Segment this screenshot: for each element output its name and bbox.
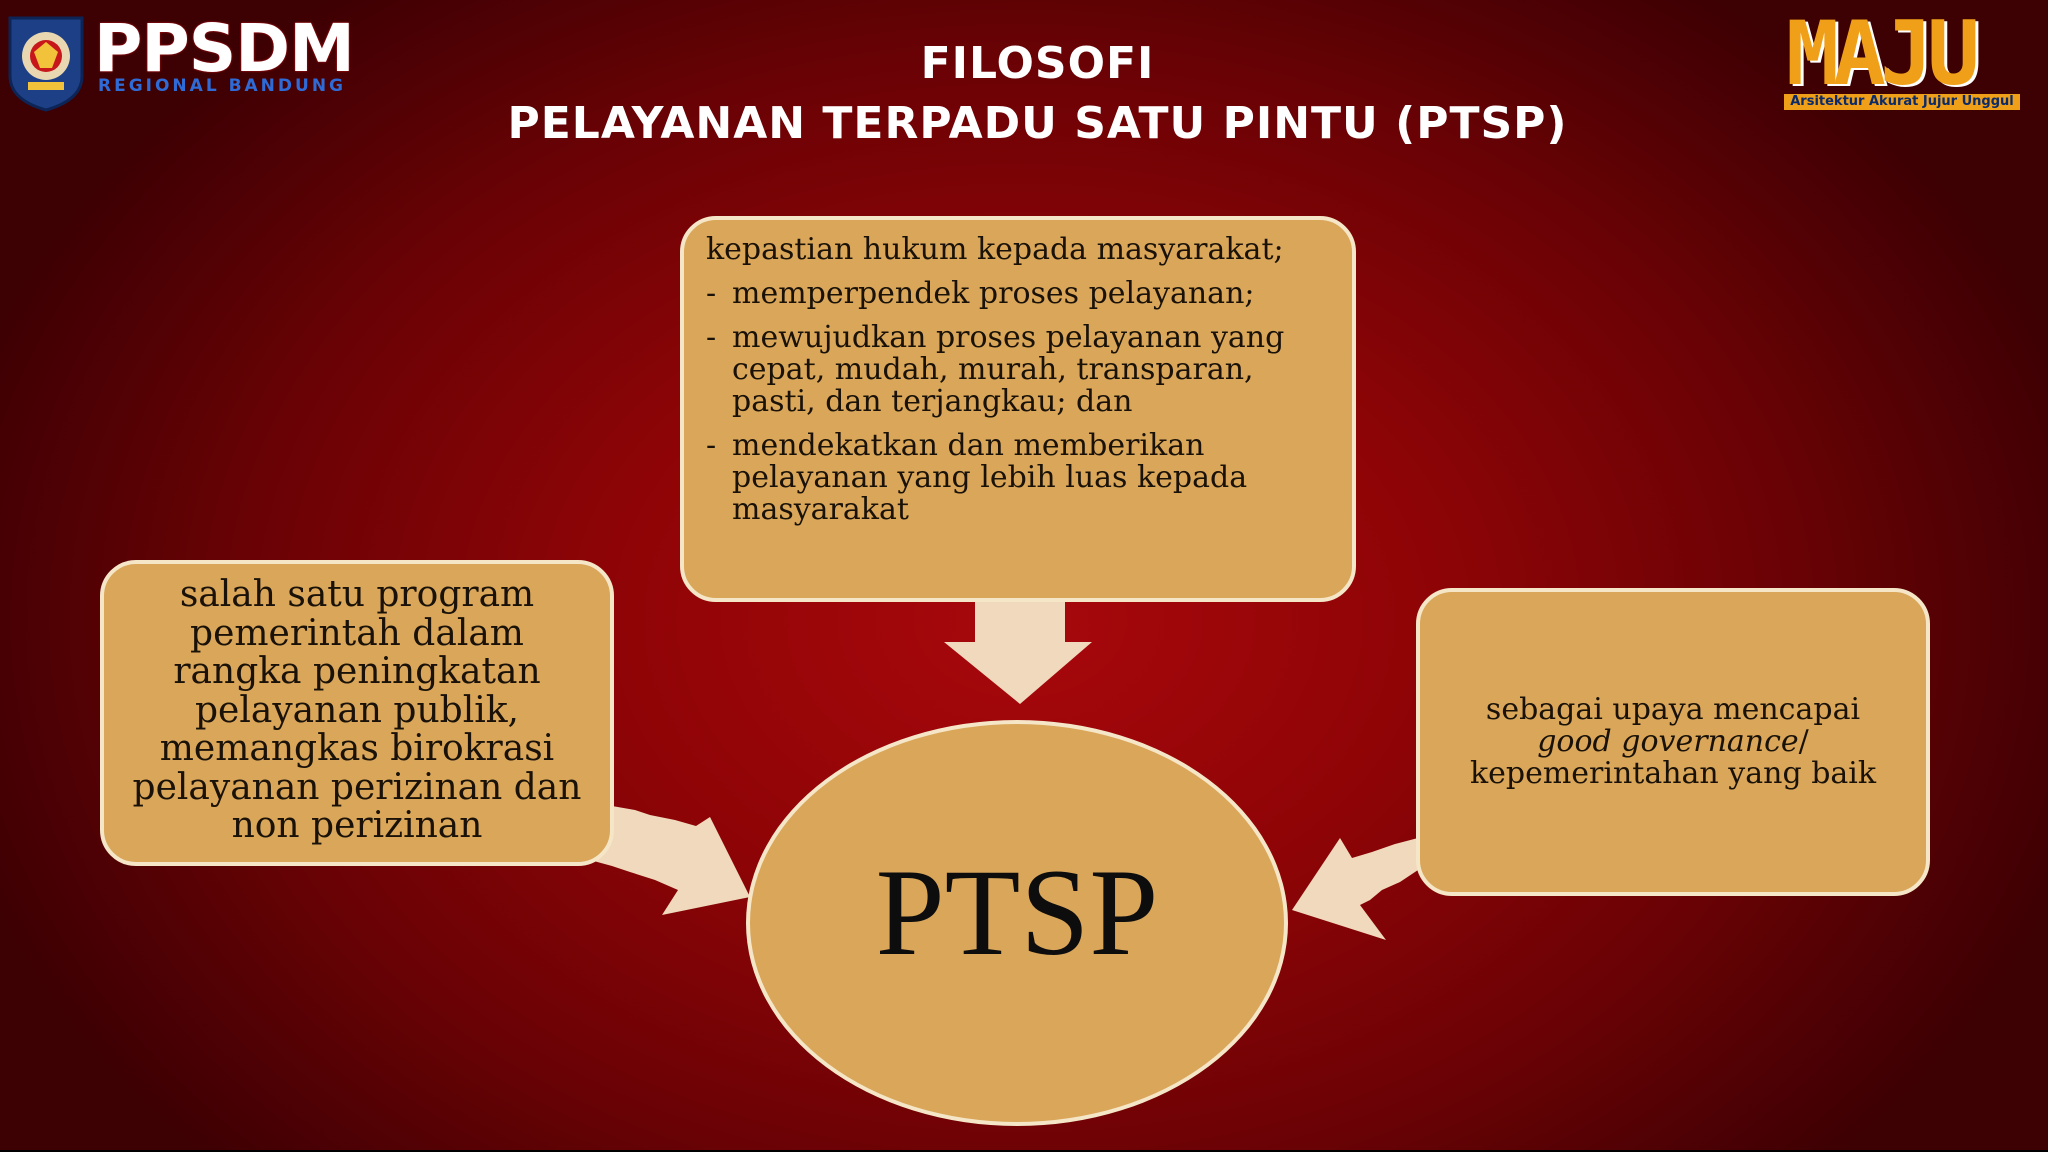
top-box-list: memperpendek proses pelayanan; mewujudka…: [706, 278, 1326, 526]
slide-title-line2: PELAYANAN TERPADU SATU PINTU (PTSP): [507, 98, 1568, 149]
ppsdm-logo: PPSDM REGIONAL BANDUNG: [6, 8, 355, 112]
maju-tagline: Arsitektur Akurat Jujur Unggul: [1784, 94, 2020, 110]
top-box-lead: kepastian hukum kepada masyarakat;: [706, 232, 1284, 267]
arrow-left-right: [570, 806, 750, 915]
right-box-slash: /: [1798, 724, 1809, 759]
top-box-item: mewujudkan proses pelayanan yang cepat, …: [706, 322, 1326, 418]
right-box-line2: good governance/: [1438, 726, 1908, 758]
maju-wordmark: MAJU: [1786, 2, 1980, 105]
arrow-right-left: [1292, 838, 1418, 940]
maju-logo: MAJU Arsitektur Akurat Jujur Unggul: [1782, 2, 2022, 110]
good-governance-text: good governance: [1537, 724, 1799, 759]
arrow-top-down: [944, 602, 1092, 704]
top-box: kepastian hukum kepada masyarakat; mempe…: [680, 216, 1356, 602]
right-box: sebagai upaya mencapai good governance/ …: [1416, 588, 1930, 896]
top-box-item: memperpendek proses pelayanan;: [706, 278, 1326, 311]
ppsdm-wordmark: PPSDM: [94, 10, 355, 87]
right-box-line3: kepemerintahan yang baik: [1469, 756, 1877, 791]
left-box-text: salah satu program pemerintah dalam rang…: [132, 574, 582, 846]
ptsp-circle: [746, 720, 1288, 1126]
slide-title-line1: FILOSOFI: [920, 38, 1155, 89]
left-box: salah satu program pemerintah dalam rang…: [100, 560, 614, 866]
ptsp-label: PTSP: [875, 844, 1159, 981]
garuda-emblem-icon: [8, 16, 84, 112]
ppsdm-subtitle: REGIONAL BANDUNG: [98, 76, 347, 96]
right-box-line1: sebagai upaya mencapai: [1485, 692, 1861, 727]
top-box-item: mendekatkan dan memberikan pelayanan yan…: [706, 430, 1326, 526]
